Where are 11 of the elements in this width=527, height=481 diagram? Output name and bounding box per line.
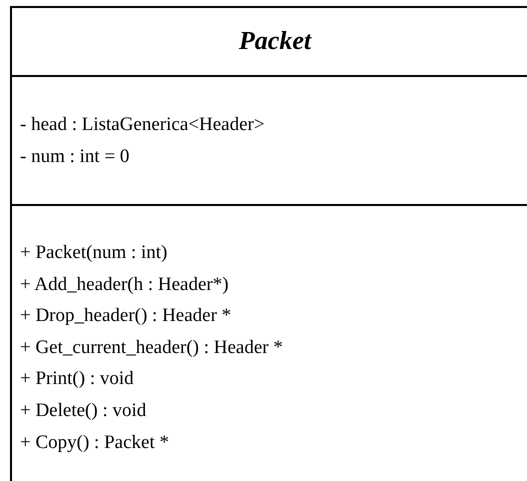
attribute-text: - head : ListaGenerica<Header> [20, 114, 265, 136]
class-name: Packet [238, 26, 313, 56]
method-text: + Get_current_header() : Header * [20, 336, 283, 359]
method-text: + Packet(num : int) [20, 242, 168, 264]
method-text: + Copy() : Packet * [20, 432, 169, 454]
method-text: + Delete() : void [20, 400, 146, 422]
method-text: + Add_header(h : Header*) [20, 274, 229, 296]
attribute-text: - num : int = 0 [20, 146, 130, 168]
method-text: + Drop_header() : Header * [20, 305, 232, 328]
method-text: + Print() : void [20, 368, 134, 390]
class-box [10, 6, 527, 481]
